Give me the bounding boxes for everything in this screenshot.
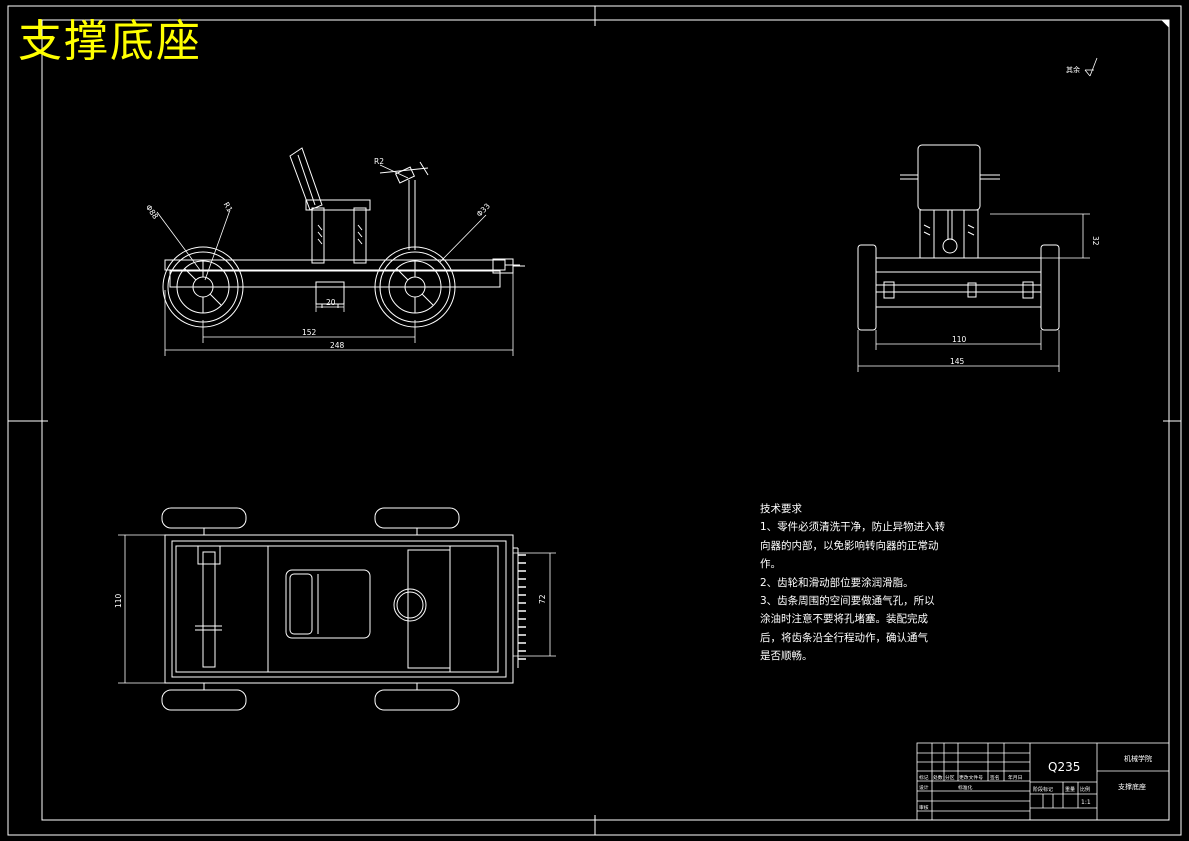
tech-line-4: 2、齿轮和滑动部位要涂润滑脂。 (760, 576, 914, 589)
side-view (857, 144, 1090, 372)
title-block (916, 742, 1170, 821)
dim-side-overall: 145 (950, 357, 965, 366)
design-label: 设计 (919, 784, 929, 791)
tb-row-label-4: 签名 (990, 774, 1000, 781)
roughness-label: 其余 (1066, 65, 1080, 74)
std-label: 标准化 (958, 784, 973, 791)
tech-line-7: 后，将齿条沿全行程动作，确认通气 (760, 631, 928, 644)
inner-frame (41, 19, 1170, 821)
top-view (118, 507, 556, 711)
drawing-title: 支撑底座 (18, 16, 202, 67)
roughness-symbol-icon (1084, 57, 1098, 77)
scale-value: 1:1 (1081, 799, 1091, 806)
stage-label: 阶段标记 (1033, 786, 1053, 793)
tb-row-label-3: 更改文件号 (959, 774, 983, 781)
front-view (156, 147, 525, 356)
dim-seat: 72 (538, 594, 547, 604)
tech-heading: 技术要求 (760, 503, 802, 515)
tb-row-label-5: 年月日 (1008, 774, 1022, 781)
tech-line-5: 3、齿条周围的空间要做通气孔，所以 (760, 595, 935, 608)
part-name-label: 支撑底座 (1118, 782, 1146, 791)
outer-frame (7, 5, 1182, 836)
material-label: Q235 (1048, 760, 1080, 774)
tb-row-label-1: 处数 (933, 774, 943, 781)
tech-line-2: 向器的内部，以免影响转向器的正常动 (760, 539, 939, 552)
leader-label-1: Φ88 (144, 203, 160, 221)
tech-line-3: 作。 (760, 558, 781, 571)
leader-label-3: R2 (374, 157, 384, 166)
tech-line-1: 1、零件必须清洗干净，防止异物进入转 (760, 521, 946, 534)
scale-label: 比例 (1080, 786, 1090, 793)
dim-front-overall: 248 (330, 341, 345, 350)
dim-top-width: 110 (114, 593, 123, 608)
weight-label: 重量 (1065, 786, 1075, 793)
dim-track: 110 (952, 335, 967, 344)
tb-row-label-0: 标记 (919, 774, 929, 781)
tech-line-6: 涂油时注意不要将孔堵塞。装配完成 (760, 613, 928, 626)
dim-wheelbase: 152 (302, 328, 317, 337)
school-label: 机械学院 (1124, 754, 1152, 763)
dim-hub: 20 (326, 298, 336, 307)
tech-line-8: 是否顺畅。 (760, 650, 813, 663)
tech-requirements: 技术要求 1、零件必须清洗干净，防止异物进入转 向器的内部，以免影响转向器的正常… (760, 500, 950, 666)
review-label: 审核 (919, 804, 929, 811)
leader-label-4: Φ33 (475, 201, 492, 218)
tb-row-label-2: 分区 (945, 774, 955, 781)
leader-label-2: R1 (222, 201, 235, 214)
dim-side-height: 32 (1091, 236, 1100, 246)
